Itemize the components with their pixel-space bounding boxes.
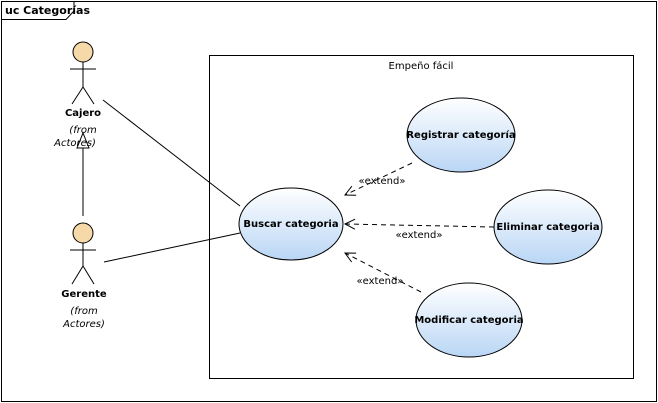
actor-head (72, 41, 94, 63)
usecase-registrar-categoria: Registrar categoría (406, 97, 516, 173)
usecase-modificar-categoria: Modificar categoria (414, 282, 524, 358)
extend-label-registrar: «extend» (359, 176, 406, 187)
actor-right-leg (82, 265, 95, 285)
usecase-ellipse (493, 189, 603, 265)
actor-cajero: Cajero (from Actores) (53, 41, 101, 149)
association-gerente-buscar (103, 232, 241, 263)
actor-name: Cajero (65, 108, 101, 119)
actor-from-label: (from (69, 125, 97, 136)
usecase-eliminar-categoria: Eliminar categoria (493, 189, 603, 265)
generalization-arrowhead (76, 131, 90, 149)
extend-eliminar-buscar (345, 224, 495, 227)
actor-left-leg (71, 265, 84, 285)
frame-title: uc Categorías (5, 4, 90, 17)
extend-label-modificar: «extend» (357, 276, 404, 287)
actor-gerente: Gerente (from Actores) (61, 222, 107, 330)
usecase-ellipse (238, 187, 344, 261)
actor-from-label: (from (70, 306, 98, 317)
extend-registrar-buscar (345, 162, 413, 195)
usecase-label: Registrar categoría (406, 129, 515, 141)
usecase-buscar-categoria: Buscar categoria (238, 187, 344, 261)
actor-from-package: Actores) (62, 319, 105, 330)
usecase-ellipse (415, 282, 523, 358)
usecase-label: Eliminar categoria (496, 222, 599, 233)
usecase-ellipse (406, 97, 516, 173)
extend-label-eliminar: «extend» (396, 230, 443, 241)
actor-name: Gerente (61, 289, 107, 300)
actor-from-package: Actores) (53, 138, 96, 149)
actor-right-leg (82, 86, 95, 105)
actor-head (72, 222, 94, 244)
usecase-label: Modificar categoria (414, 315, 523, 326)
association-cajero-buscar (102, 99, 241, 207)
frame-title-tab (1, 1, 75, 20)
actor-left-leg (71, 86, 84, 105)
system-name: Empeño fácil (389, 60, 454, 72)
usecase-label: Buscar categoria (243, 219, 338, 230)
